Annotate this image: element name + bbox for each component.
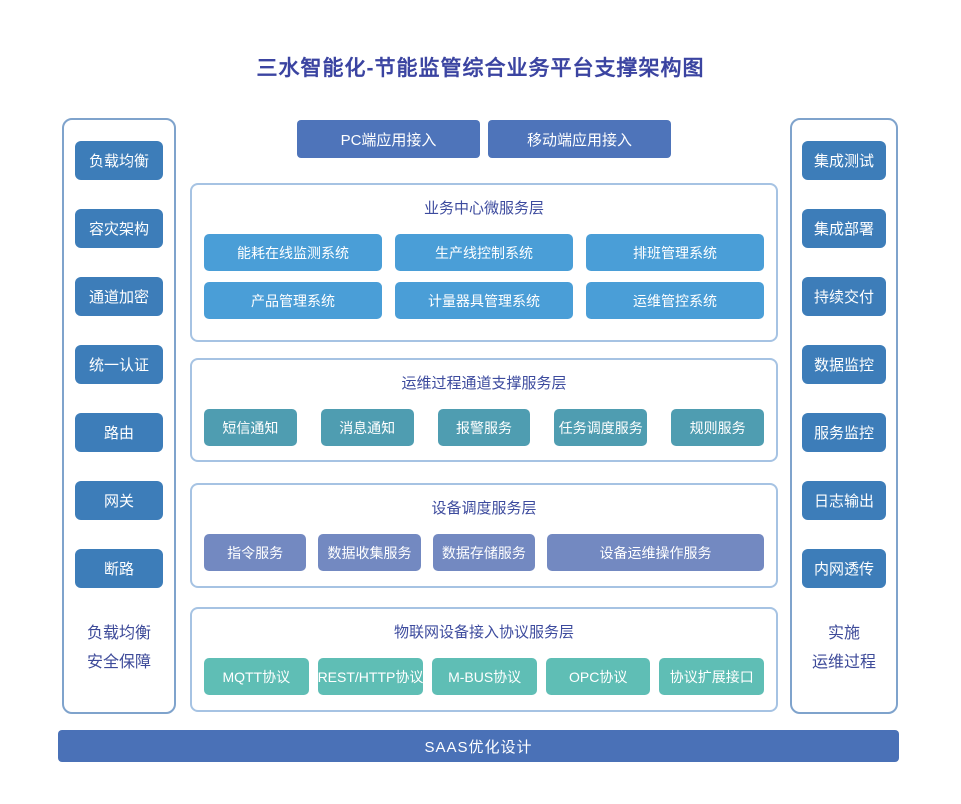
right-panel-caption-line1: 实施 bbox=[827, 625, 860, 642]
right-panel-item-continuous-delivery: 持续交付 bbox=[802, 277, 886, 316]
box-data-collection-service: 数据收集服务 bbox=[318, 534, 421, 571]
iot-protocol-layer: 物联网设备接入协议服务层 MQTT协议 REST/HTTP协议 M-BUS协议 … bbox=[190, 607, 778, 712]
business-layer-row2: 产品管理系统 计量器具管理系统 运维管控系统 bbox=[192, 282, 776, 319]
page-title: 三水智能化-节能监管综合业务平台支撑架构图 bbox=[256, 57, 705, 80]
left-panel-caption: 负载均衡 安全保障 bbox=[87, 619, 151, 677]
right-panel-item-integration-deploy: 集成部署 bbox=[802, 209, 886, 248]
device-layer-row: 指令服务 数据收集服务 数据存储服务 设备运维操作服务 bbox=[192, 534, 776, 571]
device-layer-title: 设备调度服务层 bbox=[431, 500, 537, 517]
box-rule-service: 规则服务 bbox=[671, 409, 764, 446]
right-panel: 集成测试 集成部署 持续交付 数据监控 服务监控 日志输出 内网透传 实施 运维… bbox=[790, 118, 898, 714]
protocol-layer-title: 物联网设备接入协议服务层 bbox=[393, 624, 574, 641]
pc-access-button: PC端应用接入 bbox=[297, 120, 480, 158]
mobile-access-button: 移动端应用接入 bbox=[488, 120, 671, 158]
box-sms-notification: 短信通知 bbox=[204, 409, 297, 446]
box-energy-monitoring-system: 能耗在线监测系统 bbox=[204, 234, 382, 271]
right-panel-item-integration-test: 集成测试 bbox=[802, 141, 886, 180]
box-opc-protocol: OPC协议 bbox=[545, 658, 651, 695]
protocol-layer-row: MQTT协议 REST/HTTP协议 M-BUS协议 OPC协议 协议扩展接口 bbox=[192, 658, 776, 695]
right-panel-item-data-monitoring: 数据监控 bbox=[802, 345, 886, 384]
access-button-row: PC端应用接入 移动端应用接入 bbox=[190, 120, 778, 158]
left-panel-caption-line2: 安全保障 bbox=[86, 654, 151, 671]
right-panel-caption-line2: 运维过程 bbox=[811, 654, 876, 671]
box-protocol-extension-interface: 协议扩展接口 bbox=[659, 658, 765, 695]
box-product-management-system: 产品管理系统 bbox=[204, 282, 382, 319]
box-task-scheduling-service: 任务调度服务 bbox=[554, 409, 648, 446]
left-panel: 负载均衡 容灾架构 通道加密 统一认证 路由 网关 断路 负载均衡 安全保障 bbox=[62, 118, 176, 714]
box-mqtt-protocol: MQTT协议 bbox=[204, 658, 309, 695]
box-rest-http-protocol: REST/HTTP协议 bbox=[317, 658, 424, 695]
box-mbus-protocol: M-BUS协议 bbox=[432, 658, 537, 695]
box-production-line-control-system: 生产线控制系统 bbox=[395, 234, 573, 271]
left-panel-item-channel-encryption: 通道加密 bbox=[75, 277, 163, 316]
box-command-service: 指令服务 bbox=[204, 534, 307, 571]
left-panel-item-disaster-recovery: 容灾架构 bbox=[75, 209, 163, 248]
left-panel-item-load-balance: 负载均衡 bbox=[75, 141, 163, 180]
box-operation-control-system: 运维管控系统 bbox=[586, 282, 764, 319]
left-panel-caption-line1: 负载均衡 bbox=[86, 625, 151, 642]
box-metering-instrument-management-system: 计量器具管理系统 bbox=[395, 282, 573, 319]
right-panel-caption: 实施 运维过程 bbox=[812, 619, 876, 677]
left-panel-item-unified-auth: 统一认证 bbox=[75, 345, 163, 384]
box-message-notification: 消息通知 bbox=[320, 409, 414, 446]
left-panel-item-gateway: 网关 bbox=[75, 481, 163, 520]
ops-channel-support-layer: 运维过程通道支撑服务层 短信通知 消息通知 报警服务 任务调度服务 规则服务 bbox=[190, 358, 778, 462]
business-layer-row1: 能耗在线监测系统 生产线控制系统 排班管理系统 bbox=[192, 234, 776, 271]
left-panel-item-routing: 路由 bbox=[75, 413, 163, 452]
box-data-storage-service: 数据存储服务 bbox=[432, 534, 536, 571]
right-panel-item-service-monitoring: 服务监控 bbox=[802, 413, 886, 452]
box-device-ops-operation-service: 设备运维操作服务 bbox=[547, 534, 764, 571]
right-panel-item-log-output: 日志输出 bbox=[802, 481, 886, 520]
right-panel-item-intranet-passthrough: 内网透传 bbox=[802, 549, 886, 588]
box-shift-management-system: 排班管理系统 bbox=[586, 234, 764, 271]
channel-layer-row: 短信通知 消息通知 报警服务 任务调度服务 规则服务 bbox=[192, 409, 776, 446]
saas-optimization-bar: SAAS优化设计 bbox=[58, 730, 899, 762]
business-layer-title: 业务中心微服务层 bbox=[423, 200, 544, 217]
channel-layer-title: 运维过程通道支撑服务层 bbox=[401, 375, 567, 392]
box-alarm-service: 报警服务 bbox=[437, 409, 531, 446]
business-microservice-layer: 业务中心微服务层 能耗在线监测系统 生产线控制系统 排班管理系统 产品管理系统 … bbox=[190, 183, 778, 342]
device-scheduling-layer: 设备调度服务层 指令服务 数据收集服务 数据存储服务 设备运维操作服务 bbox=[190, 483, 778, 588]
left-panel-item-circuit-break: 断路 bbox=[75, 549, 163, 588]
